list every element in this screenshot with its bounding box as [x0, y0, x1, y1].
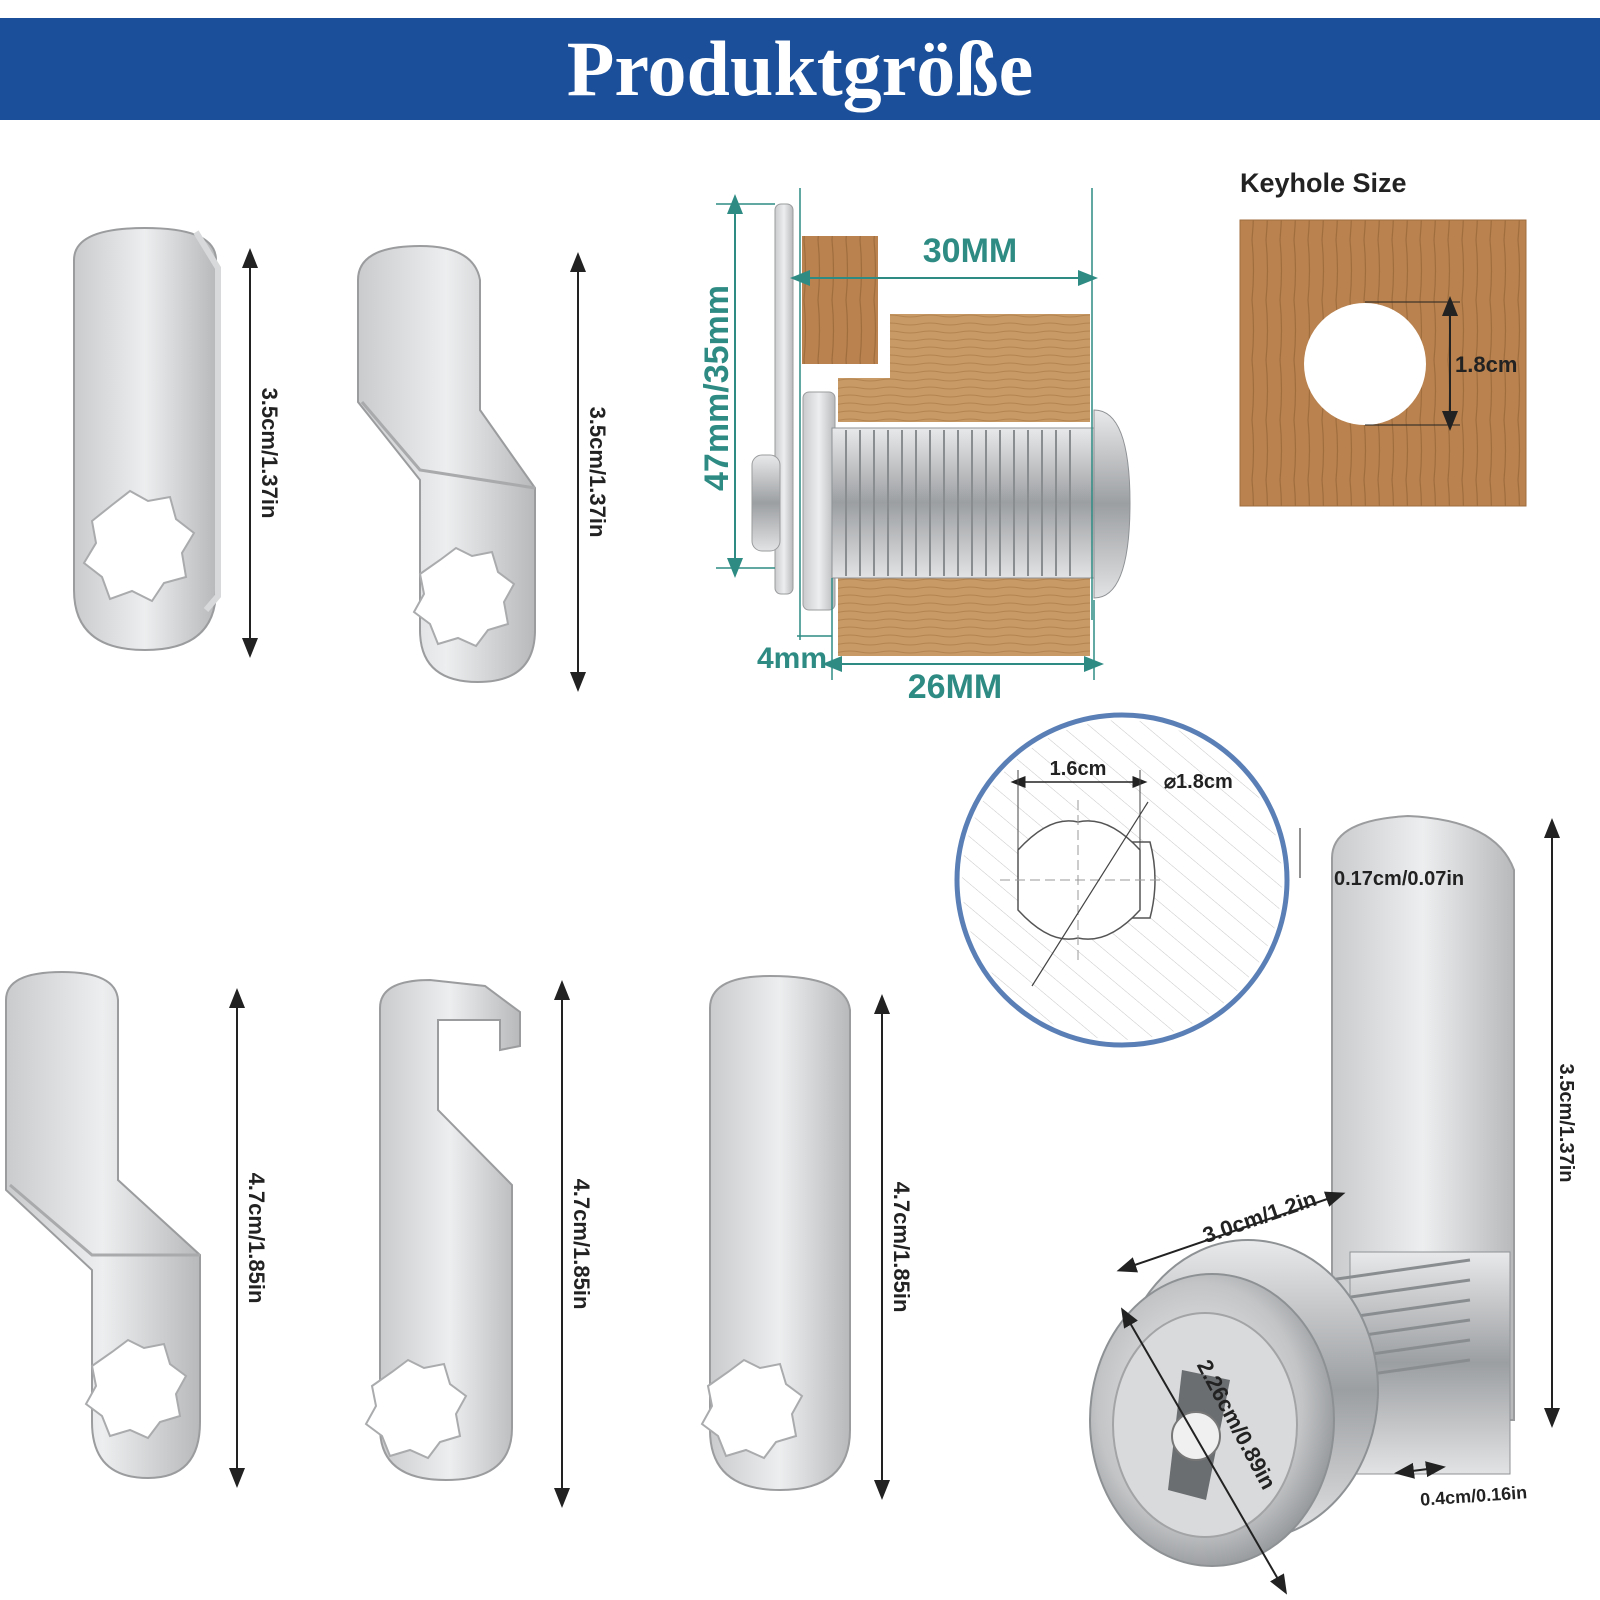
dimension-cam-4: 4.7cm/1.85in	[554, 980, 594, 1508]
side-thread-length-label: 26MM	[908, 668, 1002, 706]
dimension-cam-1: 3.5cm/1.37in	[242, 248, 282, 658]
washer-label: 0.4cm/0.16in	[1419, 1482, 1527, 1509]
dimension-cam-2: 3.5cm/1.37in	[570, 252, 610, 692]
keyhole-detail-circle: 1.6cm ⌀1.8cm	[954, 712, 1290, 1048]
side-view-lock	[751, 203, 1131, 656]
cam-short-straight	[73, 226, 221, 652]
keyhole-diameter-label: 1.8cm	[1455, 352, 1517, 377]
cam-5-length-label: 4.7cm/1.85in	[889, 1182, 914, 1313]
cam-thickness-label: 0.17cm/0.07in	[1334, 868, 1464, 890]
cam-4-length-label: 4.7cm/1.85in	[569, 1179, 594, 1310]
cam-long-offset	[5, 970, 201, 1480]
keyhole-panel: Keyhole Size 1.8cm	[1239, 168, 1527, 507]
cam-long-straight	[700, 974, 851, 1492]
detail-diameter-label: ⌀1.8cm	[1164, 771, 1233, 793]
cam-short-offset	[357, 244, 536, 684]
dimension-cam-5: 4.7cm/1.85in	[874, 994, 914, 1500]
keyhole-circle	[1304, 303, 1426, 425]
page-title: Produktgröße	[566, 25, 1034, 112]
keyhole-title: Keyhole Size	[1240, 168, 1407, 198]
title-banner: Produktgröße	[0, 18, 1600, 120]
cam-long-hook	[364, 978, 521, 1482]
body-length-label: 3.0cm/1.2in	[1199, 1186, 1319, 1248]
cam-1-length-label: 3.5cm/1.37in	[257, 388, 282, 519]
cam-length-label: 3.5cm/1.37in	[1555, 1064, 1577, 1183]
side-height-label: 47mm/35mm	[698, 285, 736, 491]
side-washer-label: 4mm	[757, 642, 827, 675]
side-view-dimensions: 47mm/35mm 30MM 26MM 4mm	[698, 188, 1104, 706]
detail-width-label: 1.6cm	[1050, 758, 1107, 780]
side-total-length-label: 30MM	[923, 232, 1017, 270]
cam-2-length-label: 3.5cm/1.37in	[585, 407, 610, 538]
dimension-cam-3: 4.7cm/1.85in	[229, 988, 269, 1488]
cam-3-length-label: 4.7cm/1.85in	[244, 1173, 269, 1304]
